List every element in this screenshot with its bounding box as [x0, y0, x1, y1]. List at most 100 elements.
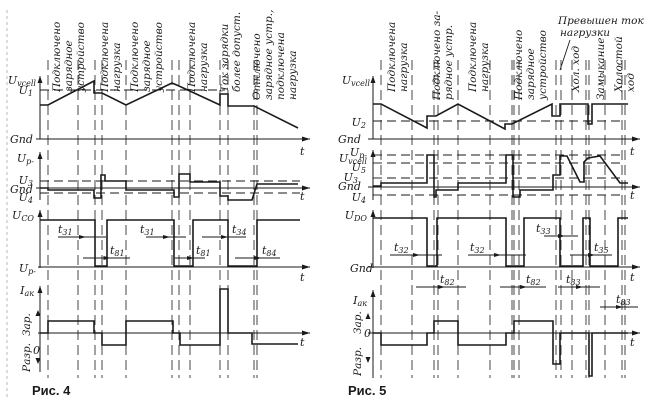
discharge-arrow-icon — [365, 357, 371, 363]
interval-t84-head — [254, 256, 262, 260]
uvcell-label: Uvcell — [342, 74, 371, 88]
charge-arrow-icon — [365, 313, 371, 319]
iak-label: Iак — [19, 284, 34, 298]
interval-t82-b-head — [520, 285, 527, 289]
iak-waveform — [40, 288, 298, 346]
phase-note-charger-2-line: зарядное — [525, 48, 537, 100]
interval-t82-a-head — [438, 285, 445, 289]
up-waveform — [373, 154, 628, 198]
udo-axis-arrow — [370, 210, 376, 217]
interval-t32-b-label: t32 — [470, 241, 485, 255]
interval-t32-b-head — [494, 253, 501, 257]
figure-5-caption: Рис. 5 — [348, 383, 387, 398]
phase-note-load-1-line: Подключена — [99, 22, 111, 93]
gnd-label: Gnd — [350, 262, 373, 275]
interval-t31-a-label: t31 — [58, 223, 73, 237]
interval-t83-b-head — [616, 305, 623, 309]
u3-level-label: U3 — [344, 171, 358, 185]
up-time-axis-arrow — [632, 184, 640, 190]
uvcell-waveform — [40, 79, 299, 129]
time-label: t — [300, 336, 305, 349]
uvcell-axis-arrow — [37, 76, 43, 83]
u1-level-label: U1 — [19, 84, 33, 98]
phase-note-charger-1-line: рядное устр. — [443, 25, 455, 100]
phase-note-charger-1-line: Подключено за- — [431, 10, 443, 101]
time-label: t — [300, 271, 305, 284]
interval-t82-a-label: t82 — [440, 273, 455, 287]
udo-label: UDO — [345, 209, 368, 223]
iak-waveform — [373, 320, 628, 377]
u5-level-label: U5 — [352, 161, 366, 175]
time-label: t — [630, 145, 635, 158]
interval-t81-b-label: t81 — [196, 244, 211, 258]
interval-t81-b-head — [187, 256, 194, 260]
uvcell-ref-label: Uvcell — [339, 152, 368, 166]
phase-note-charger-1-line: устройство — [75, 22, 87, 93]
up-time-axis-arrow — [302, 185, 310, 191]
iak-axis-arrow — [370, 290, 376, 297]
up-minus-label: Up- — [19, 262, 36, 276]
time-label: t — [300, 190, 305, 203]
phase-note-load-2-line: Подключена — [186, 22, 198, 93]
interval-t32-a-head — [413, 253, 420, 257]
time-label: t — [630, 336, 635, 349]
interval-t83-b-label: t83 — [616, 293, 631, 307]
phase-note-charger-2-line: устройство — [537, 30, 549, 101]
interval-t82-b-label: t82 — [526, 273, 541, 287]
time-label: t — [630, 189, 635, 202]
time-label: t — [300, 145, 305, 158]
figure-4-caption: Рис. 4 — [32, 383, 71, 398]
phase-note-load-2-line: нагрузка — [479, 42, 491, 92]
u2-level-label: U2 — [352, 116, 366, 130]
phase-note-load-1-line: Подключена — [386, 22, 398, 93]
phase-note-disconnected-line: подключена — [275, 32, 287, 100]
discharge-direction-label: Разр. — [352, 347, 364, 377]
phase-note-charger-1-line: зарядное — [63, 40, 75, 92]
interval-t35-label: t35 — [594, 241, 609, 255]
charge-direction-label: Зар. — [352, 311, 364, 334]
phase-note-charger-2-line: Подключено — [129, 22, 141, 93]
phase-note-short-circuit: Замыкание — [595, 38, 607, 100]
up-label: Up- — [17, 152, 34, 166]
interval-t33-label: t33 — [536, 222, 551, 236]
phase-note-disconnected-line: нагрузка — [287, 50, 299, 100]
interval-t83-a-label: t83 — [566, 273, 581, 287]
interval-t31-a-head — [79, 235, 86, 239]
charge-arrow-icon — [35, 310, 41, 316]
interval-t33-head — [558, 234, 565, 238]
interval-t81-a-label: t81 — [110, 244, 125, 258]
phase-note-idle-2-line: ход — [625, 73, 637, 92]
interval-t34-head — [221, 235, 228, 239]
phase-note-overcurrent-line: нагрузки — [560, 27, 610, 39]
u3-level-label: U3 — [19, 174, 33, 188]
up-axis-arrow — [37, 152, 43, 159]
iak-time-axis-arrow — [632, 330, 640, 336]
phase-note-load-1-line: нагрузка — [398, 42, 410, 92]
gnd-label: Gnd — [10, 183, 33, 196]
zero-label: 0 — [33, 344, 40, 357]
interval-t35-head — [588, 253, 595, 257]
uco-waveform — [40, 219, 300, 267]
uvcell-time-axis-arrow — [302, 136, 310, 142]
up-waveform — [40, 173, 298, 201]
interval-t31-b-head — [163, 235, 170, 239]
phase-note-disconnected-line: зарядное устр., — [263, 10, 275, 100]
iak-label: Iак — [352, 294, 367, 308]
zero-label: 0 — [364, 327, 371, 340]
phase-note-charger-1-line: Подключено — [51, 22, 63, 93]
phase-note-charger-2-line: зарядное — [141, 40, 153, 92]
discharge-arrow-icon — [35, 358, 41, 364]
phase-note-load-2-line: нагрузка — [198, 42, 210, 92]
uvcell-time-axis-arrow — [632, 136, 640, 142]
uco-label: UCO — [12, 209, 34, 223]
iak-time-axis-arrow — [302, 330, 310, 336]
phase-note-short-circuit-line: Замыкание — [595, 38, 607, 100]
